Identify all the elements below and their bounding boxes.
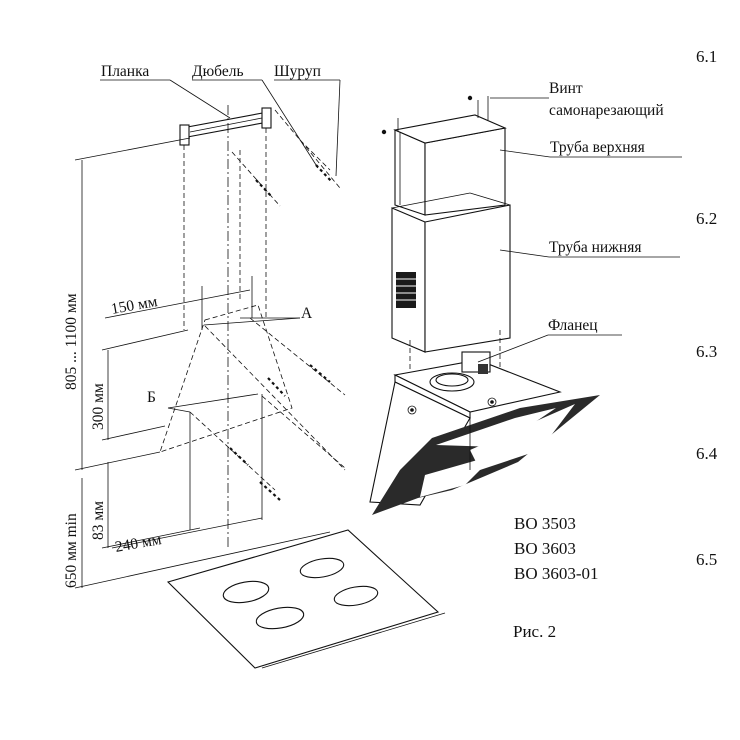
dim-240: 240 мм — [114, 531, 163, 556]
hood-body — [369, 351, 600, 515]
model-3: BO 3603-01 — [514, 564, 599, 583]
dim-height-range: 805 ... 1100 мм — [63, 293, 80, 390]
cooktop — [166, 529, 446, 669]
wall-mounting-scheme — [74, 105, 446, 669]
label-point-a: А — [301, 305, 313, 322]
lower-duct — [391, 192, 511, 353]
label-truba-verh: Труба верхняя — [550, 139, 645, 156]
dim-height-83: 83 мм — [90, 501, 107, 540]
label-point-b: Б — [147, 389, 156, 406]
section-6-4: 6.4 — [696, 444, 718, 463]
label-shurup: Шуруп — [274, 63, 321, 80]
label-flanec: Фланец — [548, 317, 598, 334]
figure-caption: Рис. 2 — [513, 622, 556, 641]
label-vint-line1: Винт — [549, 80, 583, 97]
diagram-labels: Планка Дюбель Шуруп Винт самонарезающий … — [63, 63, 682, 588]
label-dubel: Дюбель — [192, 63, 244, 80]
label-vint-line2: самонарезающий — [549, 102, 664, 119]
section-6-5: 6.5 — [696, 550, 717, 569]
model-2: BO 3603 — [514, 539, 576, 558]
section-6-3: 6.3 — [696, 342, 717, 361]
exploded-hood-view — [369, 95, 600, 515]
dim-height-650: 650 мм min — [63, 513, 80, 588]
upper-duct — [381, 95, 507, 216]
model-1: BO 3503 — [514, 514, 576, 533]
label-planka: Планка — [101, 63, 149, 80]
section-numbers: 6.1 6.2 6.3 6.4 6.5 — [696, 47, 718, 569]
section-6-1: 6.1 — [696, 47, 717, 66]
vent-grille — [396, 272, 416, 308]
label-truba-niz: Труба нижняя — [549, 239, 641, 256]
model-list: BO 3503 BO 3603 BO 3603-01 — [514, 514, 599, 583]
section-6-2: 6.2 — [696, 209, 717, 228]
dim-height-300: 300 мм — [90, 383, 107, 430]
dim-150: 150 мм — [110, 293, 159, 318]
mounting-bracket — [179, 107, 272, 146]
